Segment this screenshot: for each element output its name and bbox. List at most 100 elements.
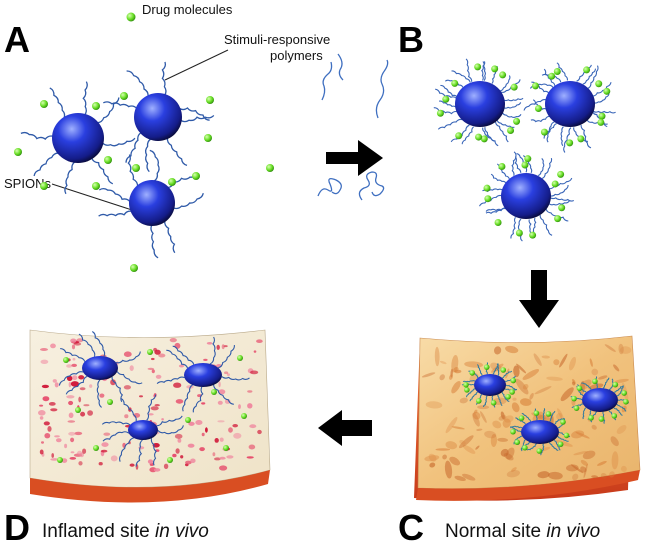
tissue-texture-mark <box>604 344 616 352</box>
polymer-chain <box>120 397 137 422</box>
drug-molecule <box>573 405 580 411</box>
inflammation-dot <box>70 437 75 443</box>
polymer-chain <box>497 394 503 407</box>
tissue-texture-mark <box>434 346 440 367</box>
inflammation-dot <box>87 410 93 416</box>
polymer-chain <box>466 388 476 398</box>
arrow-left <box>318 410 372 446</box>
polymer-chain <box>98 210 132 217</box>
inflammation-dot <box>233 432 242 439</box>
panel-c-caption-italic: in vivo <box>546 521 600 542</box>
polymer-chain <box>510 216 517 239</box>
polymer-chain <box>438 100 457 108</box>
tissue-texture-mark <box>553 359 560 366</box>
drug-molecule <box>14 148 22 156</box>
polymer-chain <box>496 120 515 128</box>
tissue-texture-mark <box>513 365 520 378</box>
inflammation-dot <box>64 443 68 449</box>
drug-molecule <box>474 63 482 71</box>
spion-particle <box>184 363 222 387</box>
drug-legend-icon <box>126 12 136 22</box>
polymer-chain <box>125 131 142 163</box>
polymer-chain <box>437 118 463 130</box>
panel-d: D Inflamed site in vivo <box>4 329 271 546</box>
drug-molecule <box>237 355 243 361</box>
polymer-chain <box>150 438 157 466</box>
drug-molecule <box>621 390 627 396</box>
polymer-chain <box>33 152 60 177</box>
drug-molecule <box>595 80 603 88</box>
tissue-texture-mark <box>616 424 627 435</box>
tissue-texture-mark <box>572 381 576 386</box>
drug-molecule <box>551 180 559 188</box>
inflammation-dot <box>253 350 257 353</box>
tissue-texture-mark <box>454 475 466 482</box>
spion-particle <box>521 420 559 444</box>
tissue-texture-mark <box>512 397 517 401</box>
tissue-texture-mark <box>548 471 563 480</box>
inflammation-dot <box>72 375 78 381</box>
polymer-chain <box>161 61 167 96</box>
drug-molecule <box>192 172 200 180</box>
inflammation-dot <box>68 400 74 406</box>
polymer-chain <box>513 435 523 445</box>
tissue-texture-mark <box>445 441 458 450</box>
inflammation-dot <box>247 390 253 393</box>
inflammation-dot <box>40 359 49 364</box>
inflammation-dot <box>148 413 154 416</box>
drug-molecule <box>534 104 542 112</box>
inflammation-dot <box>151 369 155 374</box>
inflammation-dot <box>163 463 169 469</box>
drug-molecule <box>576 385 583 392</box>
polymer-chain <box>581 382 592 390</box>
inflammation-dot <box>110 379 116 386</box>
panel-c-caption: Normal site in vivo <box>445 521 600 542</box>
tissue-texture-mark <box>506 470 521 478</box>
inflammation-dot <box>56 438 62 443</box>
inflammation-dot <box>99 393 105 398</box>
drug-molecule <box>510 428 516 435</box>
drug-molecule <box>514 439 521 446</box>
polymer-chain <box>101 421 131 426</box>
inflammation-dot <box>238 404 241 409</box>
polymer-chain <box>358 171 385 201</box>
polymer-leader-line <box>164 49 229 81</box>
inflammation-dot <box>217 420 225 423</box>
inflammation-dot <box>195 420 203 425</box>
inflammation-dot <box>201 402 206 405</box>
polymer-chain <box>111 376 124 403</box>
polymer-chain <box>78 333 96 357</box>
drug-molecule <box>483 184 491 192</box>
inflammation-dot <box>79 387 86 391</box>
inflammation-dot <box>47 426 52 432</box>
drug-molecule <box>529 231 537 239</box>
polymer-chain <box>490 173 507 184</box>
inflammation-dot <box>101 442 109 447</box>
drug-molecule <box>455 132 463 140</box>
spion-particle <box>545 81 595 127</box>
inflammation-dot <box>175 448 180 454</box>
inflammation-dot <box>175 399 184 404</box>
panel-a: A Drug molecules Stimuli-responsive poly… <box>4 2 330 272</box>
arrow-down <box>519 270 559 328</box>
drug-molecule <box>436 109 444 117</box>
tissue-texture-mark <box>522 369 540 380</box>
polymer-chain <box>513 151 522 173</box>
polymer-chain <box>209 336 216 365</box>
polymer-label-line1: Stimuli-responsive <box>224 32 330 47</box>
drug-molecule <box>540 128 548 136</box>
tissue-texture-mark <box>541 355 550 359</box>
polymer-chain <box>192 386 204 413</box>
polymer-chain <box>90 157 114 185</box>
drug-molecule <box>598 112 606 120</box>
inflammation-dot <box>187 443 195 448</box>
inflammation-dot <box>190 458 196 464</box>
inflammation-dot <box>83 404 90 407</box>
inflammation-dot <box>89 384 93 388</box>
inflammation-dot <box>41 384 50 389</box>
drug-molecule <box>168 178 176 186</box>
drug-molecule <box>75 407 81 413</box>
inflammation-dot <box>61 458 68 463</box>
spion-particle <box>128 420 158 440</box>
inflammation-dot <box>70 451 75 454</box>
